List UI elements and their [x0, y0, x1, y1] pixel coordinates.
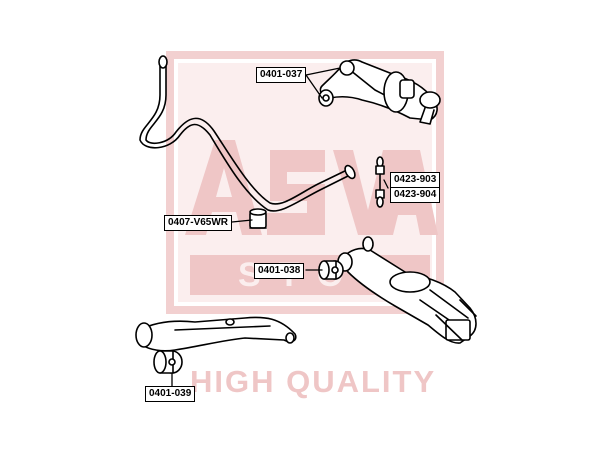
stabilizer-link [375, 156, 385, 208]
part-label-stabilizer-bushing: 0407-V65WR [164, 215, 233, 231]
stabilizer-bushing-icon [249, 208, 267, 229]
rear-lower-arm [337, 236, 477, 344]
trailing-arm-bushing-icon [153, 350, 183, 374]
part-label-rear-lower-arm-bushing: 0401-038 [254, 263, 305, 279]
upper-control-arm [318, 59, 441, 125]
brand-tagline: HIGH QUALITY [190, 364, 437, 399]
part-label-trailing-arm-bushing: 0401-039 [145, 386, 196, 402]
part-label-upper-arm: 0401-037 [256, 67, 307, 83]
lower-arm-bushing-icon [318, 260, 344, 280]
part-label-link-stack: 0423-903 0423-904 [390, 172, 441, 203]
stabilizer-bar [139, 55, 356, 212]
part-label-link-a: 0423-903 [390, 172, 441, 188]
trailing-arm [135, 316, 297, 352]
part-label-link-b: 0423-904 [390, 188, 441, 203]
